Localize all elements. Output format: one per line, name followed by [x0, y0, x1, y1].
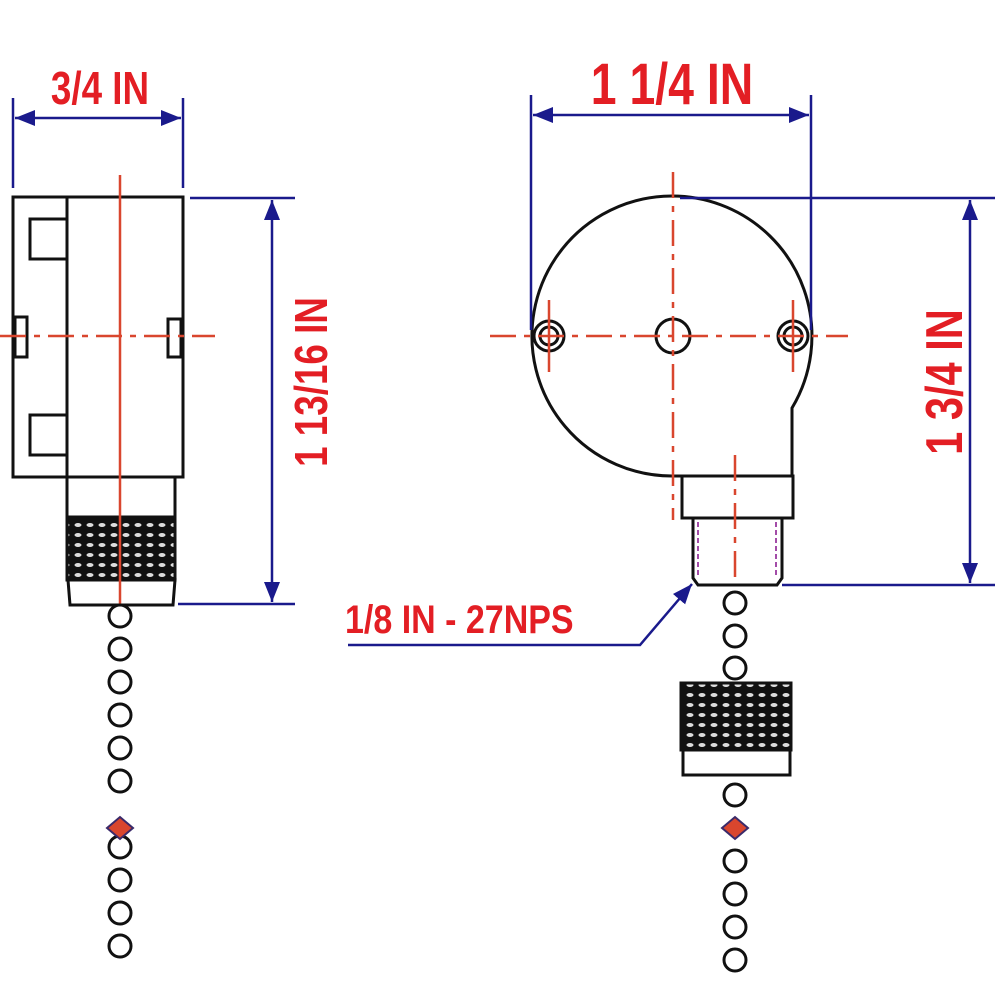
side-dimensions: 3/4 IN 1 13/16 IN	[11, 62, 337, 606]
front-pull-chain	[720, 590, 750, 973]
chain-bead	[107, 735, 133, 761]
chain-bead	[722, 623, 748, 649]
front-neck	[680, 474, 795, 520]
side-width-label: 3/4 IN	[51, 62, 149, 114]
chain-bead	[107, 768, 133, 794]
chain-bead	[107, 900, 133, 926]
chain-bead	[722, 782, 748, 808]
chain-bead	[107, 603, 133, 629]
side-view	[0, 175, 215, 959]
front-knurled-knob	[679, 681, 793, 752]
chain-bead	[722, 881, 748, 907]
chain-bead	[722, 655, 748, 681]
side-height-label: 1 13/16 IN	[285, 297, 337, 467]
front-width-label: 1 1/4 IN	[591, 52, 753, 117]
chain-bead	[107, 933, 133, 959]
chain-bead	[722, 590, 748, 616]
chain-bead	[107, 669, 133, 695]
front-housing	[530, 194, 814, 478]
chain-connector	[105, 815, 135, 841]
chain-bead	[107, 702, 133, 728]
threaded-stem	[691, 516, 784, 587]
front-view	[490, 172, 848, 973]
side-terminal	[28, 217, 69, 261]
side-terminal	[28, 413, 69, 457]
front-dimensions: 1 1/4 IN 1 3/4 IN 1/8 IN - 27NPS	[345, 52, 995, 647]
chain-bead	[107, 867, 133, 893]
chain-bead	[722, 947, 748, 973]
chain-bead	[722, 914, 748, 940]
front-height-label: 1 3/4 IN	[915, 309, 974, 455]
thread-label: 1/8 IN - 27NPS	[345, 596, 574, 641]
side-pull-chain	[105, 603, 135, 959]
chain-bead	[722, 848, 748, 874]
chain-connector	[720, 815, 750, 841]
chain-bead	[107, 636, 133, 662]
